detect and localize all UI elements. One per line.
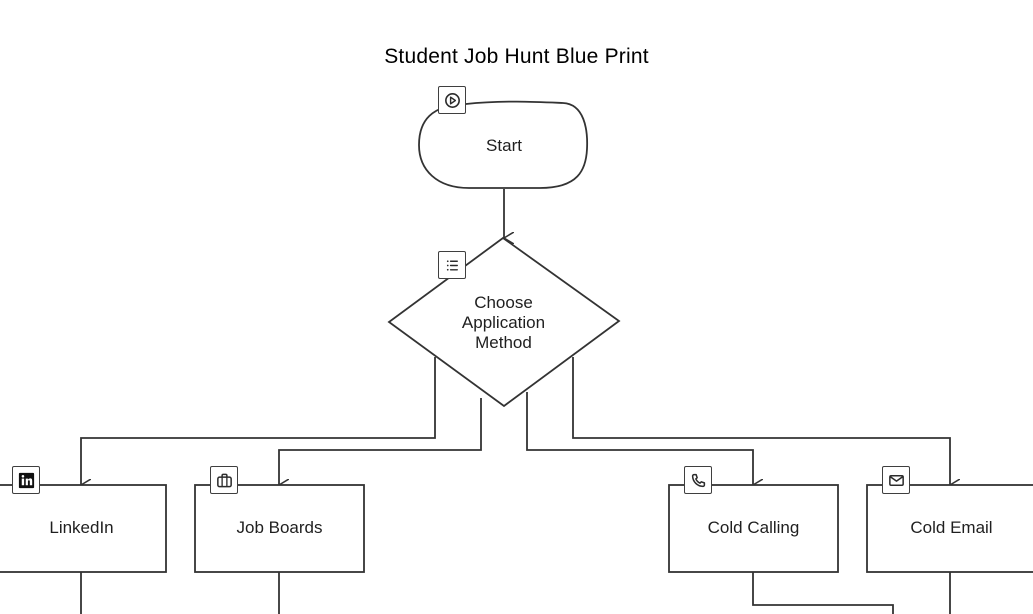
choose-to-job-boards-connector: [278, 398, 482, 485]
linkedin-node-shape[interactable]: [0, 484, 167, 573]
start-node-shape[interactable]: [418, 100, 589, 189]
envelope-icon[interactable]: [882, 466, 910, 494]
diagram-title: Student Job Hunt Blue Print: [384, 45, 649, 68]
briefcase-icon[interactable]: [210, 466, 238, 494]
play-icon[interactable]: [438, 86, 466, 114]
choose-to-cold-email-connector: [572, 357, 950, 485]
cold-email-node-shape[interactable]: [866, 484, 1033, 573]
cold-calling-node-shape[interactable]: [668, 484, 839, 573]
cold-calling-outgoing-connector: [752, 572, 894, 614]
choose-to-cold-calling-connector: [526, 392, 753, 485]
linkedin-icon[interactable]: [12, 466, 40, 494]
phone-icon[interactable]: [684, 466, 712, 494]
list-icon[interactable]: [438, 251, 466, 279]
choose-to-linkedin-connector: [80, 357, 436, 485]
decision-node-shape[interactable]: [387, 236, 621, 408]
job-boards-node-shape[interactable]: [194, 484, 365, 573]
